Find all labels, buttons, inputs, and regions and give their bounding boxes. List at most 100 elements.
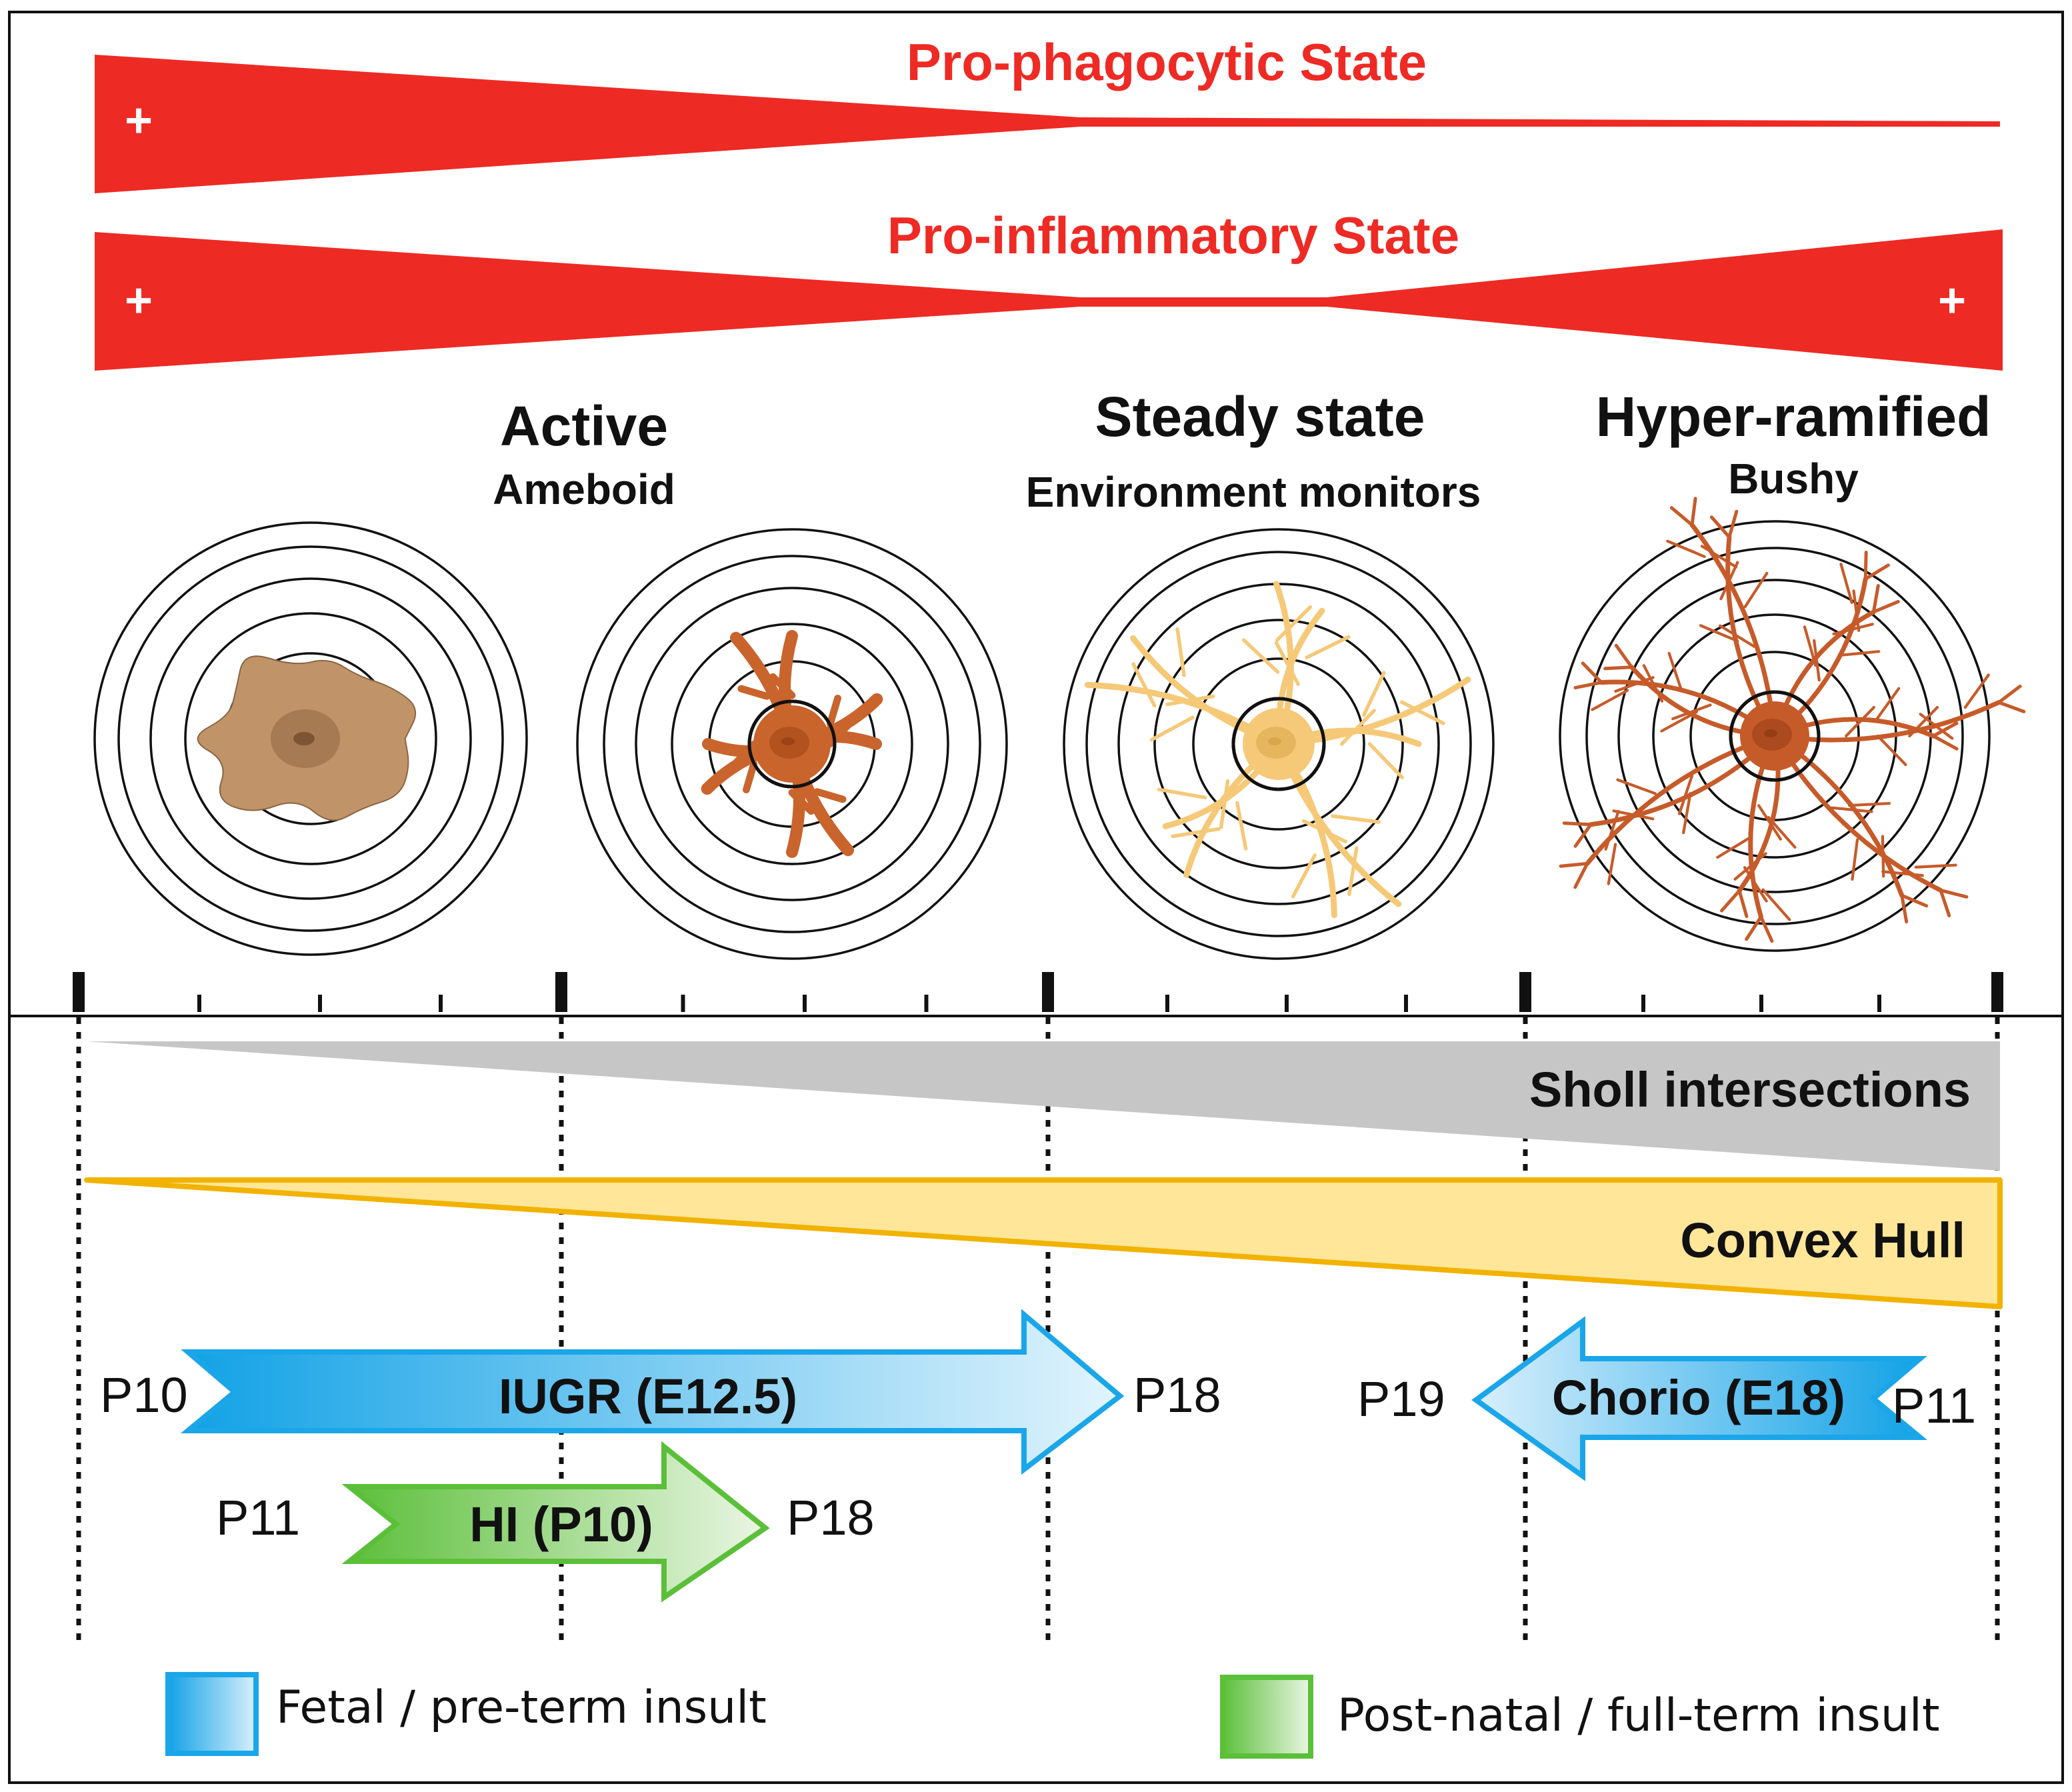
activated-microglia-icon bbox=[701, 630, 883, 858]
cell-nucleus bbox=[293, 732, 315, 745]
cell-tip bbox=[1727, 509, 1739, 539]
sholl-ring bbox=[671, 623, 913, 865]
cell-subprocess bbox=[1399, 700, 1445, 725]
cell-subprocess bbox=[1847, 801, 1891, 807]
axis-major-tick bbox=[1042, 972, 1054, 1012]
cell-subprocess bbox=[1671, 703, 1712, 721]
sholl-ring bbox=[635, 587, 949, 901]
cell-subprocess bbox=[1761, 888, 1791, 921]
sholl-label: Sholl intersections bbox=[1529, 1062, 1971, 1117]
cell-tip bbox=[1573, 681, 1603, 690]
cell-tip bbox=[1900, 893, 1929, 908]
cell-subprocess bbox=[1963, 673, 1990, 709]
sholl-ring bbox=[1153, 619, 1404, 869]
cell-subprocess bbox=[1743, 571, 1769, 609]
cell-subprocess bbox=[1347, 846, 1359, 896]
cell-subprocess bbox=[1604, 809, 1620, 851]
iugr-insult-arrow: IUGR (E12.5) P10 P18 bbox=[100, 1309, 1221, 1475]
cell-subprocess bbox=[1339, 709, 1376, 746]
sholl-ring-inner bbox=[1231, 697, 1326, 791]
chorio-end-label: P19 bbox=[1357, 1371, 1445, 1427]
hi-insult-arrow: HI (P10) P11 P18 bbox=[216, 1441, 875, 1603]
iugr-arrow-shape bbox=[180, 1309, 1125, 1475]
cell-subprocess bbox=[1301, 819, 1348, 844]
cell-subprocess bbox=[1367, 742, 1404, 779]
sholl-target-4 bbox=[1559, 497, 2026, 952]
cell-subprocess bbox=[1700, 545, 1738, 569]
cell-tip bbox=[1900, 893, 1909, 924]
cell-subprocess bbox=[1677, 774, 1694, 815]
cell-nucleolus bbox=[1268, 737, 1281, 745]
cell-subprocess bbox=[1157, 787, 1207, 799]
surveillant-microglia-icon bbox=[1084, 581, 1471, 919]
phagocytic-gradient: + Pro-phagocytic State bbox=[95, 33, 2000, 193]
cell-subprocess bbox=[1274, 641, 1300, 686]
axis-minor-tick bbox=[1759, 995, 1763, 1012]
state-hyper-subtitle: Bushy bbox=[1728, 455, 1859, 503]
cell-tip bbox=[1562, 821, 1593, 827]
sholl-ring bbox=[1192, 657, 1365, 831]
sholl-target-1 bbox=[93, 521, 528, 956]
cell-subprocess bbox=[1165, 694, 1215, 707]
cell-subprocess bbox=[1291, 853, 1317, 899]
inflammatory-plus-sign-right: + bbox=[1938, 274, 1966, 327]
cell-subprocess bbox=[1682, 791, 1692, 835]
cell-subprocess bbox=[1743, 866, 1768, 903]
cell-tip bbox=[1863, 551, 1868, 581]
iugr-label: IUGR (E12.5) bbox=[499, 1369, 797, 1424]
legend: Fetal / pre-term insult Post-natal / ful… bbox=[165, 1672, 1940, 1759]
cell-subprocess bbox=[1716, 835, 1753, 859]
cell-subprocess bbox=[1851, 838, 1859, 881]
cell-subprocess bbox=[1667, 651, 1683, 693]
axis-minor-tick bbox=[924, 995, 929, 1012]
axis-minor-tick bbox=[439, 995, 443, 1012]
cell-tip bbox=[1871, 599, 1900, 614]
cell-tip bbox=[1737, 889, 1749, 919]
sholl-target-3 bbox=[1063, 528, 1495, 960]
cell-subprocess bbox=[1607, 843, 1617, 885]
state-active-subtitle: Ameboid bbox=[493, 465, 675, 513]
cell-subprocess bbox=[743, 760, 758, 794]
cell-subprocess bbox=[1241, 638, 1280, 674]
axis-minor-tick bbox=[1285, 995, 1289, 1012]
cell-subprocess bbox=[1331, 814, 1381, 824]
cell-nucleolus bbox=[781, 737, 795, 745]
cell-tip bbox=[1573, 823, 1593, 848]
cell-nucleolus bbox=[1764, 729, 1777, 737]
legend-fetal-label: Fetal / pre-term insult bbox=[276, 1681, 767, 1734]
legend-postnatal-swatch bbox=[1220, 1675, 1313, 1759]
sholl-ring bbox=[1063, 528, 1495, 960]
axis-minor-tick bbox=[1404, 995, 1408, 1012]
legend-fetal-swatch bbox=[165, 1672, 259, 1756]
axis-major-tick bbox=[1991, 972, 2003, 1012]
cell-subprocess bbox=[1830, 806, 1873, 813]
axis-major-tick bbox=[555, 972, 567, 1012]
cell-subprocess bbox=[1305, 635, 1351, 659]
cell-subprocess bbox=[1591, 689, 1629, 711]
axis-minor-tick bbox=[1165, 995, 1169, 1012]
sholl-ring bbox=[1085, 551, 1472, 937]
cells-layer bbox=[93, 497, 2026, 960]
axis-minor-tick bbox=[1877, 995, 1881, 1012]
sholl-target-2 bbox=[576, 528, 1008, 960]
hi-end-label: P18 bbox=[787, 1490, 875, 1545]
axis-major-tick bbox=[73, 972, 85, 1012]
cell-tip bbox=[1573, 861, 1589, 889]
cell-subprocess bbox=[737, 685, 771, 700]
cell-tip bbox=[1939, 888, 1951, 917]
phagocytic-plus-sign: + bbox=[125, 94, 153, 147]
cell-subprocess bbox=[1881, 870, 1924, 877]
cell-subprocess bbox=[1699, 624, 1739, 643]
legend-postnatal-label: Post-natal / full-term insult bbox=[1337, 1689, 1940, 1742]
sholl-ring bbox=[1585, 547, 1964, 925]
cell-subprocess bbox=[1718, 624, 1756, 648]
cell-tip bbox=[1997, 684, 2022, 705]
cell-subprocess bbox=[1852, 589, 1861, 632]
hi-arrow-shape bbox=[341, 1441, 770, 1603]
sholl-ring bbox=[149, 577, 472, 900]
chorio-arrow-shape bbox=[1471, 1316, 1928, 1481]
cell-subprocess bbox=[1876, 734, 1907, 767]
cell-subprocess bbox=[1845, 705, 1875, 738]
cell-tip bbox=[1871, 584, 1880, 614]
